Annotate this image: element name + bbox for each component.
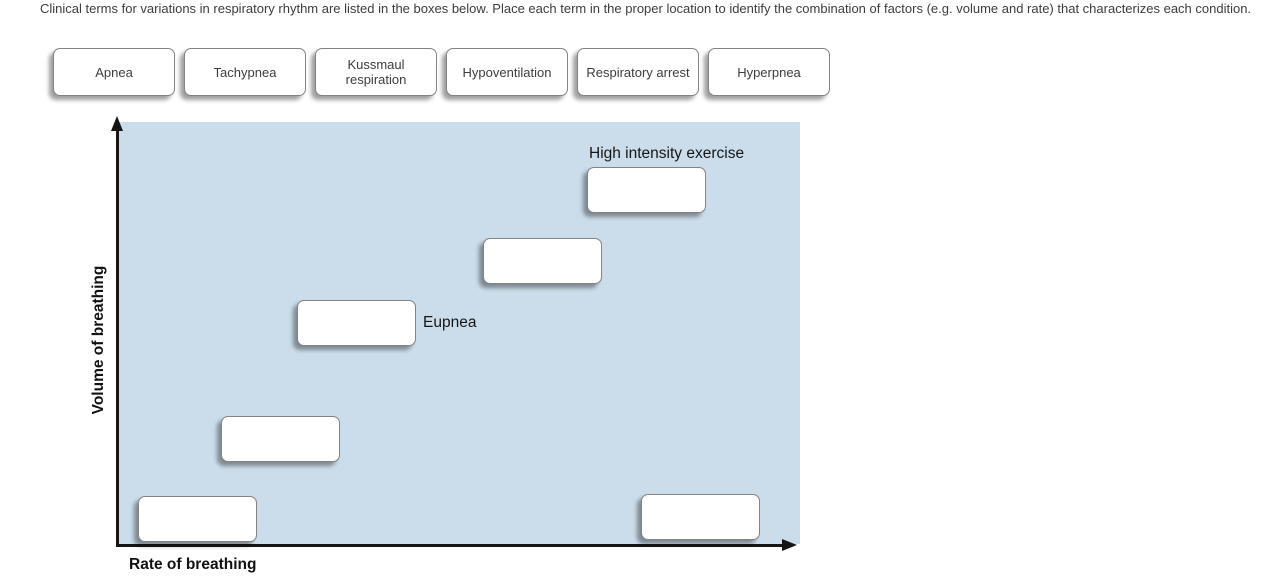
term-bank: Apnea Tachypnea Kussmaul respiration Hyp… — [53, 48, 830, 96]
y-axis-label: Volume of breathing — [90, 265, 107, 415]
drop-target-eupnea[interactable] — [297, 300, 416, 346]
drop-target-lower-middle[interactable] — [221, 416, 340, 462]
x-axis — [116, 544, 784, 547]
x-axis-arrow-icon — [782, 539, 797, 551]
term-chip-apnea[interactable]: Apnea — [53, 48, 175, 96]
drop-target-bottom-right[interactable] — [641, 494, 760, 540]
annotation-high-intensity-exercise: High intensity exercise — [589, 145, 745, 162]
term-chip-kussmaul-respiration[interactable]: Kussmaul respiration — [315, 48, 437, 96]
instructions-text: Clinical terms for variations in respira… — [40, 1, 1252, 16]
y-axis-arrow-icon — [111, 116, 123, 131]
y-axis — [116, 129, 119, 546]
term-chip-respiratory-arrest[interactable]: Respiratory arrest — [577, 48, 699, 96]
term-chip-hypoventilation[interactable]: Hypoventilation — [446, 48, 568, 96]
term-chip-hyperpnea[interactable]: Hyperpnea — [708, 48, 830, 96]
annotation-eupnea: Eupnea — [423, 314, 477, 331]
drop-target-bottom-left[interactable] — [138, 496, 257, 542]
x-axis-label: Rate of breathing — [129, 556, 257, 573]
drop-target-upper-middle[interactable] — [483, 238, 602, 284]
drop-target-high-intensity[interactable] — [587, 167, 706, 213]
term-chip-tachypnea[interactable]: Tachypnea — [184, 48, 306, 96]
